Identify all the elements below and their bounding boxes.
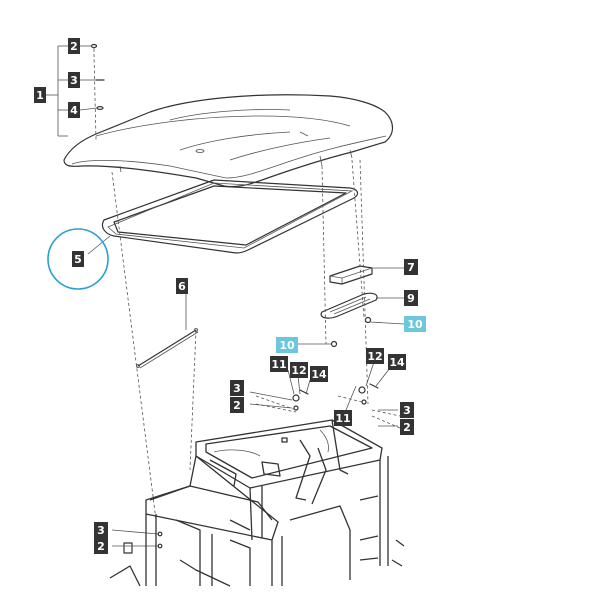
callout-box (290, 362, 308, 378)
callout-number: 7 (407, 261, 415, 274)
callout-box (366, 348, 384, 364)
callout-box (94, 522, 108, 538)
callout-box (404, 290, 418, 306)
callout-number: 2 (233, 399, 241, 412)
callout-c3-mid-left: 3 (230, 380, 244, 396)
callout-box (68, 102, 80, 118)
callout-number: 12 (367, 350, 382, 363)
callout-box (230, 397, 244, 413)
callout-c6: 6 (176, 278, 188, 294)
callout-c2-top: 2 (68, 38, 80, 54)
callout-c4: 4 (68, 102, 80, 118)
callout-c9: 9 (404, 290, 418, 306)
callout-c10-right: 10 (404, 316, 426, 332)
rubber-pad (320, 292, 378, 319)
callout-number: 14 (311, 368, 327, 381)
callout-box (404, 316, 426, 332)
callout-number: 11 (271, 358, 286, 371)
callout-number: 6 (178, 280, 186, 293)
callout-number: 10 (279, 339, 295, 352)
callout-box (230, 380, 244, 396)
leader-lines (46, 45, 405, 547)
callout-number: 2 (70, 40, 78, 53)
callout-c2-mid-left: 2 (230, 397, 244, 413)
callout-c12-right: 12 (366, 348, 384, 364)
callout-c7: 7 (404, 259, 418, 275)
callout-box (72, 251, 84, 267)
roof-panel (63, 94, 394, 188)
callout-box (68, 72, 80, 88)
callout-box (176, 278, 188, 294)
callout-box (334, 410, 352, 426)
callout-number: 10 (407, 318, 423, 331)
callout-c3-bottom: 3 (94, 522, 108, 538)
callout-box (310, 366, 328, 382)
fasteners (90, 43, 379, 554)
callout-number: 3 (403, 404, 411, 417)
focus-circle (47, 228, 109, 290)
callout-box (34, 87, 46, 103)
callout-c11-right: 11 (334, 410, 352, 426)
callout-number: 2 (403, 421, 411, 434)
callout-number: 5 (74, 253, 82, 266)
callout-box (400, 419, 414, 435)
support-block (329, 265, 373, 285)
callout-c2-bottom: 2 (94, 538, 108, 554)
callout-c3-top: 3 (68, 72, 80, 88)
callout-c14-left: 14 (310, 366, 328, 382)
callout-number: 12 (291, 364, 306, 377)
callout-number: 1 (36, 89, 44, 102)
callout-box (94, 538, 108, 554)
callout-box (270, 356, 288, 372)
callout-number: 3 (233, 382, 241, 395)
callout-c14-right: 14 (388, 354, 406, 370)
callout-c3-mid-right: 3 (400, 402, 414, 418)
callout-c10-left: 10 (276, 337, 298, 353)
callout-number: 11 (335, 412, 350, 425)
callout-number: 14 (389, 356, 405, 369)
callout-number: 2 (97, 540, 105, 553)
callout-c2-mid-right: 2 (400, 419, 414, 435)
callout-number: 9 (407, 292, 415, 305)
callout-box (400, 402, 414, 418)
alignment-lines (93, 53, 401, 521)
callout-number: 3 (70, 74, 78, 87)
callout-box (276, 337, 298, 353)
vehicle-frame (109, 419, 405, 587)
callout-number: 3 (97, 524, 105, 537)
callout-box (68, 38, 80, 54)
callout-c11-left: 11 (270, 356, 288, 372)
callout-c1: 1 (34, 87, 46, 103)
support-rod (135, 327, 199, 369)
callout-c5: 5 (72, 251, 84, 267)
callout-c12-left: 12 (290, 362, 308, 378)
roof-seal-gasket (101, 179, 359, 254)
callout-box (404, 259, 418, 275)
callout-box (388, 354, 406, 370)
callout-number: 4 (70, 104, 78, 117)
